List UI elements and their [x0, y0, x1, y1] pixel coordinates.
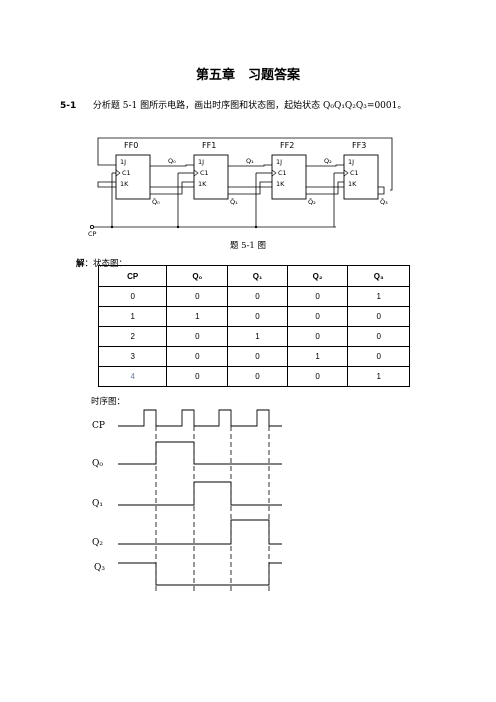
- ff0-c: C1: [122, 169, 131, 177]
- table-header-row: CP Q₀ Q₁ Q₂ Q₃: [97, 265, 410, 287]
- state-table: CP Q₀ Q₁ Q₂ Q₃ 0 0 0 0 1 1 1 0 0 0 2 0 1…: [97, 265, 410, 387]
- problem-statement: 5-1 分析题 5-1 图所示电路，画出时序图和状态图，起始状态 Q₀Q₁Q₂Q…: [60, 98, 406, 111]
- table-cell: 1: [97, 306, 168, 327]
- ff2-label: FF2: [280, 141, 294, 150]
- q3-waveform: [118, 562, 282, 586]
- table-cell: 3: [97, 346, 168, 367]
- cp-waveform: [118, 409, 282, 427]
- cp-input-label: CP: [88, 230, 97, 238]
- circuit-caption: 题 5-1 图: [229, 241, 267, 251]
- ff0-j: 1J: [120, 158, 126, 166]
- ff0-k: 1K: [120, 180, 129, 188]
- timing-label-q0: Q₀: [92, 459, 103, 469]
- table-cell: 0: [227, 346, 288, 367]
- table-cell: 1: [286, 346, 349, 367]
- table-cell: 0: [166, 286, 229, 307]
- table-cell: 0: [286, 306, 349, 327]
- chapter-title: 第五章 习题答案: [195, 68, 300, 83]
- table-cell: 4: [97, 366, 168, 387]
- table-header: Q₂: [286, 265, 349, 287]
- table-cell: 0: [227, 306, 288, 327]
- ff1-c: C1: [200, 169, 209, 177]
- table-header: CP: [97, 265, 168, 287]
- table-row: 0 0 0 0 1: [97, 286, 410, 307]
- solution-label: 解: [76, 259, 85, 269]
- table-cell: 0: [286, 286, 349, 307]
- table-cell: 1: [347, 366, 410, 387]
- table-cell: 1: [347, 286, 410, 307]
- q1-waveform: [118, 481, 282, 506]
- problem-number: 5-1: [60, 101, 77, 111]
- ff2-j: 1J: [276, 158, 282, 166]
- timing-label-q2: Q₂: [92, 538, 103, 548]
- ff3-k: 1K: [348, 180, 357, 188]
- table-cell: 2: [97, 326, 168, 347]
- table-cell: 0: [347, 306, 410, 327]
- circuit-diagram: FF0 FF1 FF2 FF3 1J C1 1K 1J C1 1K 1J C1 …: [88, 137, 393, 238]
- timing-label-q1: Q₁: [92, 499, 103, 509]
- table-cell: 0: [227, 366, 288, 387]
- ff2-c: C1: [278, 169, 287, 177]
- ff1-k: 1K: [198, 180, 207, 188]
- problem-text: 分析题 5-1 图所示电路，画出时序图和状态图，起始状态 Q₀Q₁Q₂Q₃=00…: [92, 101, 407, 111]
- timing-label-q3: Q₃: [94, 563, 105, 573]
- table-header: Q₁: [227, 265, 288, 287]
- table-cell: 0: [227, 286, 288, 307]
- q0-bar: Q̄₀: [152, 197, 160, 206]
- solution-heading: 解：状态图：: [76, 257, 127, 269]
- table-cell: 0: [166, 326, 229, 347]
- q0-waveform: [118, 441, 282, 465]
- timing-diagram: CP Q₀ Q₁ Q₂ Q₃: [92, 409, 282, 594]
- table-cell: 1: [227, 326, 288, 347]
- q1-out: Q₁: [246, 157, 254, 165]
- ff3-label: FF3: [352, 141, 366, 150]
- q3-bar: Q̄₃: [380, 197, 388, 206]
- state-label: ：状态图：: [84, 259, 128, 269]
- q1-bar: Q̄₁: [230, 197, 238, 206]
- table-cell: 0: [347, 326, 410, 347]
- ff3-j: 1J: [348, 158, 354, 166]
- q0-out: Q₀: [168, 157, 176, 165]
- table-cell: 0: [286, 366, 349, 387]
- table-cell: 0: [286, 326, 349, 347]
- q2-waveform: [118, 519, 282, 545]
- ff3-c: C1: [350, 169, 359, 177]
- table-cell: 0: [97, 286, 168, 307]
- timing-label-cp: CP: [92, 421, 105, 431]
- table-row: 2 0 1 0 0: [97, 326, 410, 347]
- q2-out: Q₂: [324, 157, 332, 165]
- timing-label: 时序图：: [91, 397, 126, 407]
- table-row: 4 0 0 0 1: [97, 366, 410, 387]
- table-row: 3 0 0 1 0: [97, 346, 410, 367]
- ff0-label: FF0: [124, 141, 138, 150]
- table-header: Q₀: [166, 265, 229, 287]
- table-cell: 0: [347, 346, 410, 367]
- table-row: 1 1 0 0 0: [97, 306, 410, 327]
- table-cell: 1: [166, 306, 229, 327]
- table-header: Q₃: [347, 265, 410, 287]
- ff1-j: 1J: [198, 158, 204, 166]
- table-cell: 0: [166, 346, 229, 367]
- ff2-k: 1K: [276, 180, 285, 188]
- table-cell: 0: [166, 366, 229, 387]
- ff1-label: FF1: [202, 141, 216, 150]
- q2-bar: Q̄₂: [308, 197, 316, 206]
